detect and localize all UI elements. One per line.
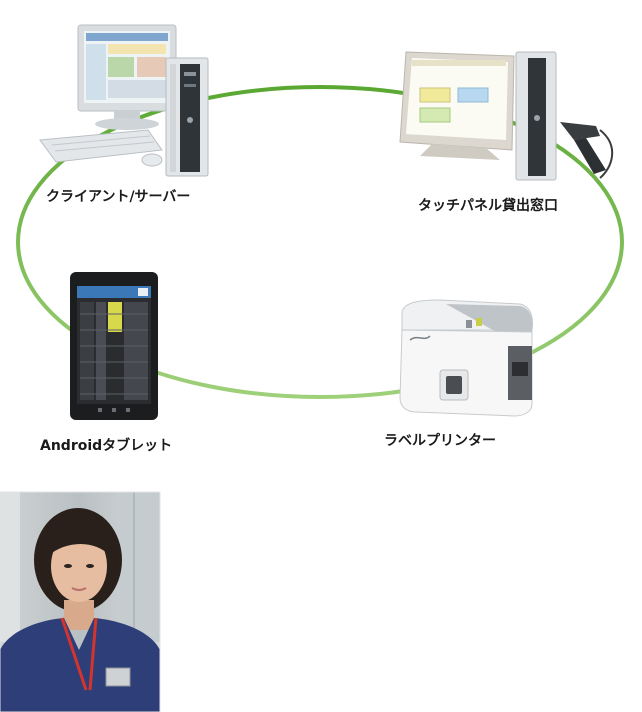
touch-button-3 [419,107,451,123]
node-label-client-server: クライアント/サーバー [46,189,191,205]
node-label-label-printer: ラベルプリンター [384,433,496,449]
node-label-android-tablet: Androidタブレット [40,438,173,454]
touch-button-1 [419,87,451,103]
touch-button-2 [457,87,489,103]
ring-ellipse [16,85,624,399]
node-label-touch-panel: タッチパネル貸出窓口 [418,198,558,214]
